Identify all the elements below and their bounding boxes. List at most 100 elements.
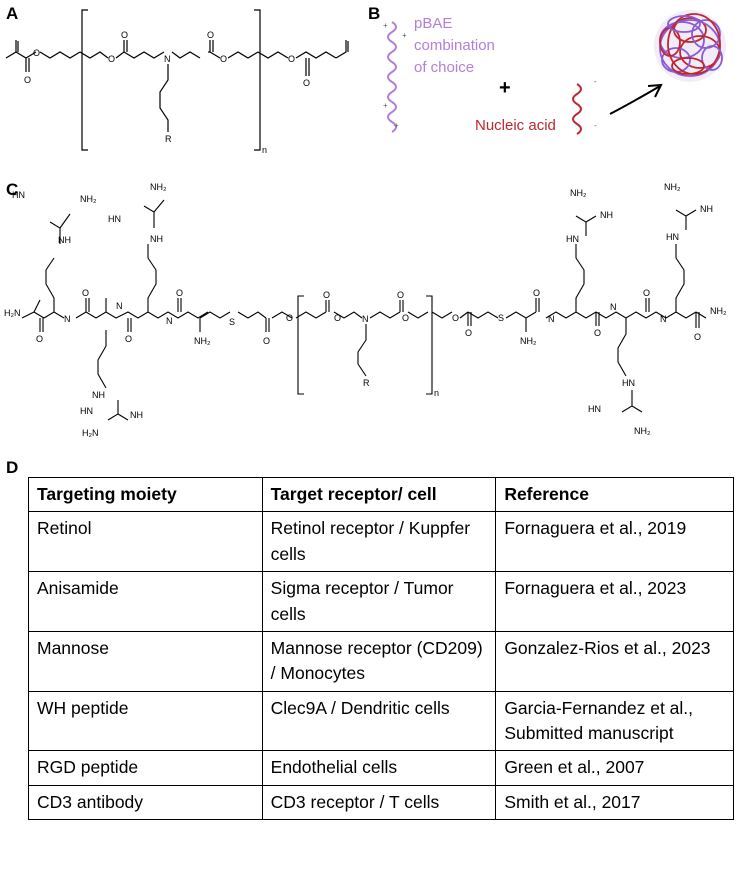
atom-hn: HN — [622, 378, 635, 388]
atom-o: O — [465, 328, 472, 338]
receptor-cell: Clec9A / Dendritic cells — [261, 690, 497, 752]
table-row: Mannose Mannose receptor (CD209) / Monoc… — [28, 630, 734, 692]
atom-n: N — [166, 316, 173, 326]
atom-h2n: H₂N — [82, 428, 99, 438]
svg-text:+: + — [394, 121, 399, 130]
atom-o: O — [108, 54, 115, 64]
panel-c-letter: C — [6, 180, 19, 199]
reference-cell: Green et al., 2007 — [495, 750, 734, 786]
atom-o: O — [594, 328, 601, 338]
header-reference: Reference — [495, 476, 734, 513]
atom-n: N — [548, 314, 555, 324]
header-target-receptor: Target receptor/ cell — [261, 476, 497, 513]
svg-text:+: + — [383, 101, 388, 110]
atom-o: O — [643, 288, 650, 298]
receptor-cell: Sigma receptor / Tumor cells — [261, 571, 497, 632]
atom-o: O — [263, 336, 270, 346]
atom-hn: HN — [12, 190, 25, 200]
panel-d-letter: D — [6, 458, 19, 477]
atom-nh2: NH₂ — [664, 182, 681, 192]
atom-hn: HN — [588, 404, 601, 414]
atom-h2n: H₂N — [4, 308, 21, 318]
oligopeptide-pbae-structure: HN NH₂ NH HN NH₂ NH H₂N O N O N O N O NH… — [4, 182, 727, 438]
atom-o: O — [82, 288, 89, 298]
atom-o: O — [334, 313, 341, 323]
atom-nh2: NH₂ — [80, 194, 97, 204]
atom-o: O — [402, 313, 409, 323]
pbae-structure-diagram: O O O O N O O O O R n — [5, 9, 349, 155]
nucleic-acid-strand — [572, 83, 582, 135]
atom-nh: NH — [58, 235, 71, 245]
atom-nh2: NH₂ — [150, 182, 167, 192]
svg-text:+: + — [383, 21, 388, 30]
atom-o: O — [323, 290, 330, 300]
svg-text:+: + — [402, 31, 407, 40]
atom-nh2: NH₂ — [710, 306, 727, 316]
atom-nh: NH — [600, 210, 613, 220]
atom-nh: NH — [700, 204, 713, 214]
nanoparticle-icon — [654, 10, 726, 82]
atom-o: O — [397, 290, 404, 300]
repeat-n: n — [434, 388, 439, 398]
reference-cell: Smith et al., 2017 — [495, 784, 734, 821]
reference-cell: Garcia-Fernandez et al., Submitted manus… — [495, 690, 734, 752]
table-row: Anisamide Sigma receptor / Tumor cells F… — [28, 571, 734, 632]
atom-o: O — [207, 30, 214, 40]
atom-n: N — [64, 314, 71, 324]
substituent-r: R — [363, 378, 370, 388]
atom-hn: HN — [566, 234, 579, 244]
atom-s: S — [498, 313, 504, 323]
atom-o: O — [176, 288, 183, 298]
atom-o: O — [125, 334, 132, 344]
atom-n: N — [610, 302, 617, 312]
table-row: CD3 antibody CD3 receptor / T cells Smit… — [28, 784, 734, 821]
reference-cell: Gonzalez-Rios et al., 2023 — [495, 630, 734, 692]
atom-nh2: NH₂ — [194, 336, 211, 346]
formation-arrow-icon — [609, 85, 661, 115]
atom-hn: HN — [80, 406, 93, 416]
polyplex-formation-diagram: + + + + pBAE combination of choice + - -… — [383, 10, 726, 135]
atom-nh: NH — [130, 410, 143, 420]
reference-cell: Fornaguera et al., 2023 — [495, 571, 734, 632]
svg-text:-: - — [594, 121, 597, 130]
atom-o: O — [220, 54, 227, 64]
moiety-cell: Retinol — [28, 511, 263, 573]
atom-o: O — [288, 54, 295, 64]
moiety-cell: WH peptide — [28, 690, 263, 752]
atom-o: O — [694, 332, 701, 342]
pbae-label-line1: pBAE — [414, 15, 452, 32]
atom-hn: HN — [108, 214, 121, 224]
atom-o: O — [533, 288, 540, 298]
panel-a-letter: A — [6, 4, 19, 23]
receptor-cell: Endothelial cells — [261, 750, 497, 786]
receptor-cell: CD3 receptor / T cells — [261, 784, 497, 821]
pbae-strand — [387, 21, 397, 133]
atom-nh2: NH₂ — [570, 188, 587, 198]
atom-n: N — [362, 314, 369, 324]
atom-o: O — [33, 48, 40, 58]
table-header-row: Targeting moiety Target receptor/ cell R… — [28, 476, 734, 513]
receptor-cell: Retinol receptor / Kuppfer cells — [261, 511, 497, 573]
atom-n: N — [660, 314, 667, 324]
atom-hn: HN — [666, 232, 679, 242]
plus-sign: + — [499, 77, 511, 99]
repeat-n: n — [262, 145, 267, 155]
moiety-cell: Anisamide — [28, 571, 263, 632]
receptor-cell: Mannose receptor (CD209) / Monocytes — [261, 630, 497, 692]
atom-n: N — [116, 301, 123, 311]
table-row: WH peptide Clec9A / Dendritic cells Garc… — [28, 690, 734, 752]
table-row: Retinol Retinol receptor / Kuppfer cells… — [28, 511, 734, 573]
nucleic-acid-label: Nucleic acid — [475, 117, 556, 134]
atom-s: S — [229, 317, 235, 327]
targeting-moiety-table: Targeting moiety Target receptor/ cell R… — [28, 476, 734, 821]
atom-o: O — [24, 75, 31, 85]
atom-o: O — [121, 30, 128, 40]
atom-o: O — [36, 334, 43, 344]
atom-nh: NH — [150, 234, 163, 244]
moiety-cell: CD3 antibody — [28, 784, 263, 821]
atom-nh2: NH₂ — [520, 336, 537, 346]
atom-nh2: NH₂ — [634, 426, 651, 436]
atom-o: O — [303, 78, 310, 88]
atom-n: N — [164, 54, 171, 64]
substituent-r: R — [165, 134, 172, 144]
